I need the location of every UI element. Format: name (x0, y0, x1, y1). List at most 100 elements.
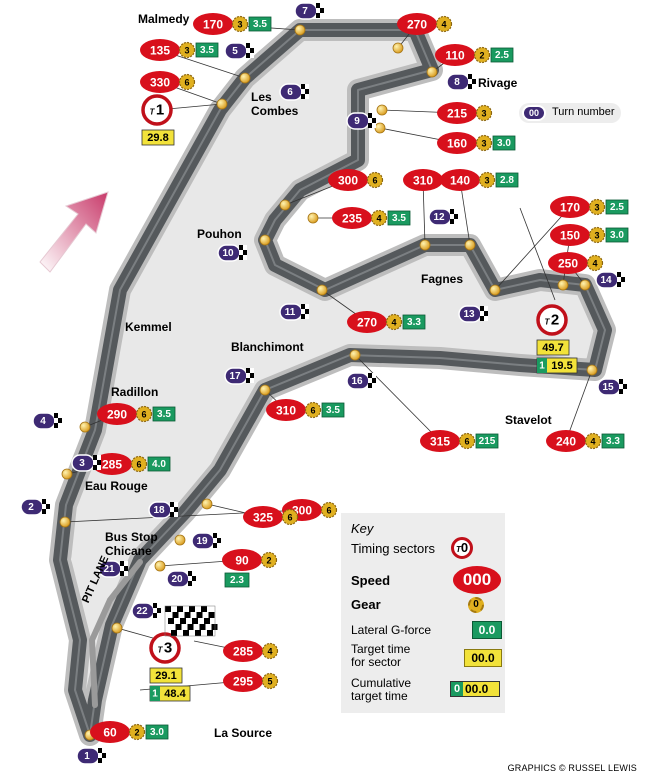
svg-text:T: T (150, 108, 156, 117)
turn-number-1: 1 (76, 747, 106, 765)
label-eau-rouge: Eau Rouge (85, 479, 148, 493)
sector-target (536, 339, 570, 356)
key-target-sample: 00.0 (464, 649, 502, 667)
speed-badge (223, 640, 263, 662)
track-marker-dot (279, 199, 291, 211)
turn-number-10: 10 (217, 244, 247, 262)
gear-icon (370, 209, 388, 227)
svg-text:29.8: 29.8 (147, 132, 168, 144)
gforce-badge (152, 406, 176, 422)
svg-text:1: 1 (539, 361, 545, 372)
direction-arrow-icon (39, 191, 109, 273)
track-marker-dot (374, 122, 386, 134)
gear-value: 6 (141, 410, 146, 420)
speed-value: 140 (450, 174, 470, 188)
turn-number-16: 16 (346, 372, 376, 390)
svg-text:29.1: 29.1 (155, 670, 176, 682)
gforce-value: 2.3 (230, 575, 244, 586)
gear-value: 3 (481, 139, 486, 149)
gforce-value: 3.0 (150, 727, 164, 738)
gforce-bus-stop: 2.3 (224, 572, 250, 588)
gear-value: 4 (267, 647, 272, 657)
svg-text:10: 10 (222, 248, 234, 259)
gear-icon (385, 313, 403, 331)
turn-number-15: 15 (597, 378, 627, 396)
gforce-value: 2.5 (610, 202, 624, 213)
gear-icon (478, 171, 496, 189)
gear-icon (135, 405, 153, 423)
speed-value: 240 (556, 435, 576, 449)
speed-badge (328, 169, 368, 191)
gear-icon (130, 455, 148, 473)
gear-value: 6 (136, 460, 141, 470)
speed-value: 330 (150, 76, 170, 90)
label-pouhon: Pouhon (197, 227, 242, 241)
gear-value: 2 (134, 728, 139, 738)
speed-badge (440, 169, 480, 191)
gear-value: 2 (266, 556, 271, 566)
track (49, 19, 616, 746)
speed-value: 235 (342, 212, 362, 226)
gear-icon (588, 226, 606, 244)
speed-badge (243, 506, 283, 528)
gear-value: 6 (372, 176, 377, 186)
speed-value: 290 (107, 408, 127, 422)
svg-text:1: 1 (152, 689, 158, 700)
speed-badge (397, 13, 437, 35)
svg-text:21: 21 (103, 564, 115, 575)
track-marker-dot (154, 560, 166, 572)
speed-badge (550, 196, 590, 218)
track-marker-dot (216, 98, 228, 110)
svg-text:49.7: 49.7 (542, 342, 563, 354)
chequered-flag-icon (164, 605, 218, 637)
track-marker-dot (392, 42, 404, 54)
speed-badge (548, 252, 588, 274)
gforce-value: 3.3 (407, 317, 421, 328)
gear-value: 6 (326, 506, 331, 516)
speed-badge (347, 311, 387, 333)
turn-legend-badge: 00 (522, 105, 546, 121)
label-bus-stop-chicane: Bus Stop Chicane (105, 530, 158, 558)
speed-value: 270 (357, 316, 377, 330)
gear-value: 4 (441, 20, 446, 30)
key-sector-sample: T0 (451, 537, 473, 559)
speed-badge (266, 399, 306, 421)
gear-icon (261, 642, 279, 660)
gear-value: 3 (184, 46, 189, 56)
gforce-badge (147, 456, 171, 472)
gforce-badge (402, 314, 426, 330)
gforce-value: 3.3 (606, 436, 620, 447)
track-marker-dot (426, 66, 438, 78)
svg-text:11: 11 (285, 307, 296, 318)
key-gear-label: Gear (351, 597, 381, 612)
gear-value: 6 (184, 78, 189, 88)
key-timing-label: Timing sectors (351, 541, 436, 556)
speed-badge (193, 13, 233, 35)
gforce-value: 2.5 (495, 50, 509, 61)
svg-text:19: 19 (196, 536, 208, 547)
turn-number-8: 8 (446, 73, 476, 91)
svg-text:5: 5 (232, 46, 238, 57)
gforce-value: 3.5 (392, 213, 406, 224)
label-stavelot: Stavelot (505, 413, 552, 427)
gear-icon (435, 15, 453, 33)
svg-text:9: 9 (354, 116, 360, 127)
label-blanchimont: Blanchimont (231, 340, 304, 354)
gear-icon (231, 15, 249, 33)
turn-number-7: 7 (294, 2, 324, 20)
gforce-value: 3.0 (497, 138, 511, 149)
track-marker-dot (59, 516, 71, 528)
speed-badge (140, 71, 180, 93)
gear-icon (588, 198, 606, 216)
gforce-badge (387, 210, 411, 226)
